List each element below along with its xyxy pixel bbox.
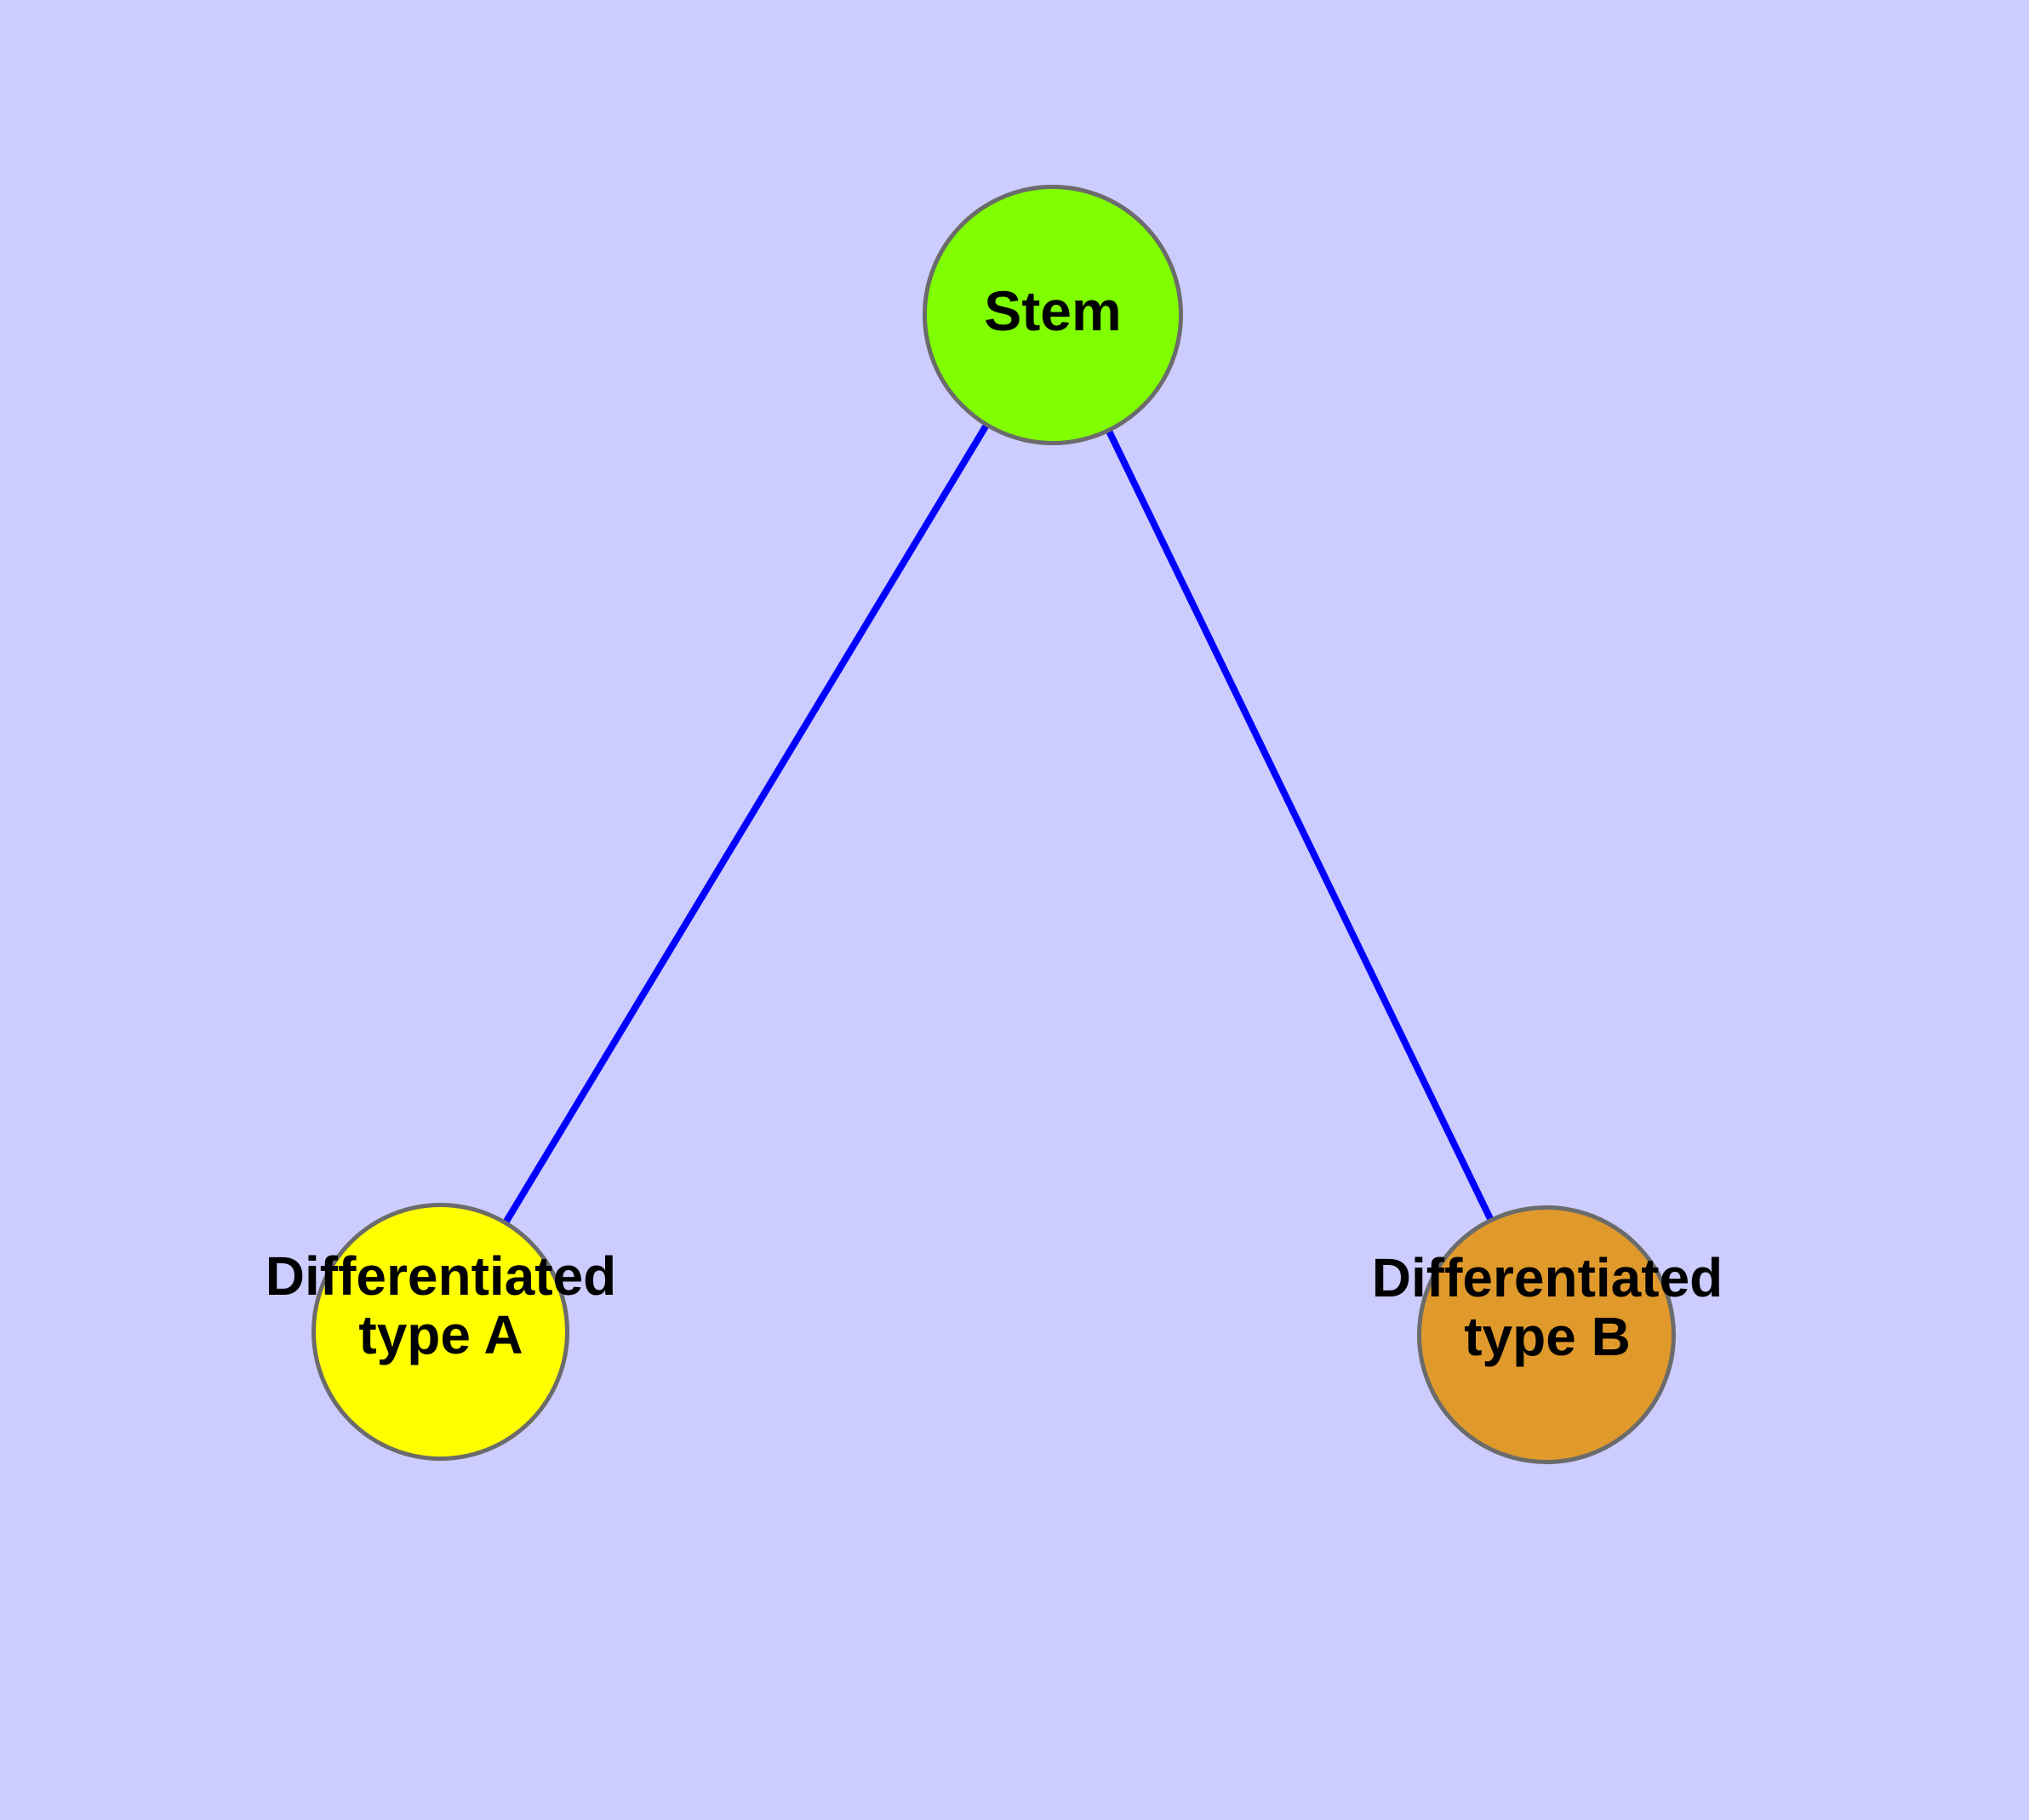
edge-stem-to-diff-a — [437, 312, 1056, 1334]
node-stem-circle[interactable] — [923, 185, 1183, 445]
edge-stem-to-diff-b — [1049, 313, 1550, 1336]
node-differentiated-type-a-circle[interactable] — [311, 1203, 569, 1461]
node-differentiated-type-b-circle[interactable] — [1417, 1205, 1676, 1464]
